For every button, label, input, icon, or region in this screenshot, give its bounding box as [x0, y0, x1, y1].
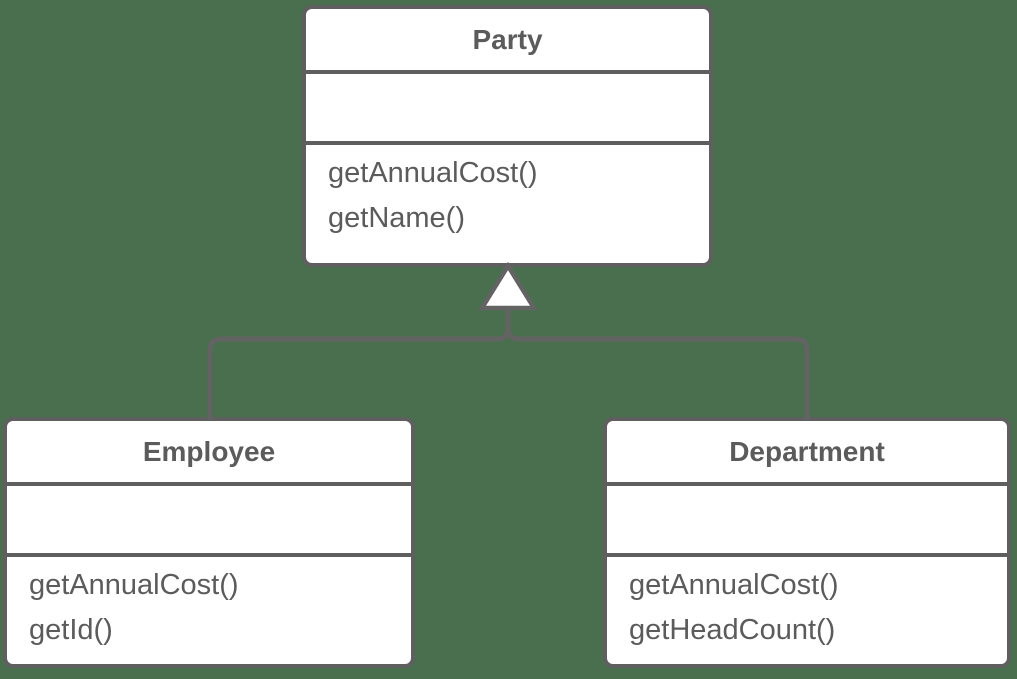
method-label: getAnnualCost(): [29, 569, 239, 601]
class-attributes-employee: [7, 482, 411, 553]
generalization-arrowhead-icon: [477, 261, 539, 311]
class-methods-employee: getAnnualCost() getId(): [7, 553, 411, 653]
class-title-employee: Employee: [142, 435, 276, 467]
class-methods-department: getAnnualCost() getHeadCount(): [607, 553, 1007, 653]
class-box-department[interactable]: Department getAnnualCost() getHeadCount(…: [603, 417, 1011, 668]
method-label: getAnnualCost(): [629, 569, 839, 601]
class-box-party[interactable]: Party getAnnualCost() getName(): [302, 5, 713, 267]
generalization-edge-employee-party[interactable]: [207, 306, 511, 420]
method-label: getId(): [29, 614, 113, 646]
class-title-department: Department: [729, 435, 885, 467]
class-box-employee[interactable]: Employee getAnnualCost() getId(): [3, 417, 415, 668]
class-attributes-party: [306, 70, 709, 141]
generalization-edge-department-party[interactable]: [505, 306, 810, 420]
class-attributes-department: [607, 482, 1007, 553]
class-title-party: Party: [472, 23, 543, 55]
method-label: getHeadCount(): [629, 614, 836, 646]
class-methods-party: getAnnualCost() getName(): [306, 141, 709, 241]
method-label: getAnnualCost(): [328, 157, 538, 189]
method-label: getName(): [328, 202, 465, 234]
